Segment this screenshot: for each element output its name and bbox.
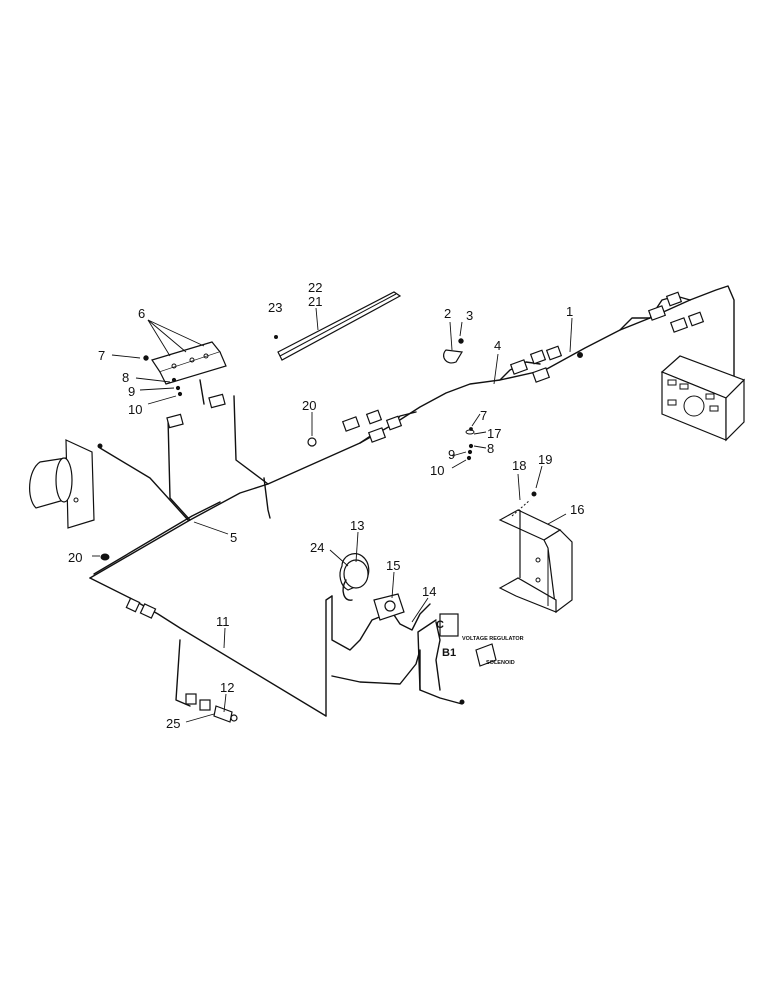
callout-10-left: 10 [128, 402, 142, 417]
left-lamp-assembly [29, 439, 103, 529]
callout-10-right: 10 [430, 463, 444, 478]
callout-12: 12 [220, 680, 234, 695]
callout-25: 25 [166, 716, 180, 731]
bracket-6 [151, 341, 227, 429]
callout-21: 21 [308, 294, 322, 309]
callout-23: 23 [268, 300, 282, 315]
callouts: 1 2 3 4 5 6 7 8 9 10 7 17 8 9 10 11 12 1… [68, 280, 584, 731]
callout-8-right: 8 [487, 441, 494, 456]
callout-4: 4 [494, 338, 501, 353]
hardware-left [143, 355, 183, 397]
grommets-20 [100, 437, 317, 561]
callout-13: 13 [350, 518, 364, 533]
regulator-solenoid [439, 613, 497, 705]
clamp-2-3 [443, 338, 464, 364]
component-labels: C B1 VOLTAGE REGULATOR SOLENOID [436, 619, 524, 666]
switch-15 [373, 593, 405, 621]
sender-12-25 [185, 693, 238, 723]
callout-7-left: 7 [98, 348, 105, 363]
callout-2: 2 [444, 306, 451, 321]
callout-15: 15 [386, 558, 400, 573]
callout-6: 6 [138, 306, 145, 321]
callout-24: 24 [310, 540, 324, 555]
leader-lines [92, 307, 573, 723]
callout-5: 5 [230, 530, 237, 545]
voltage-regulator-label: VOLTAGE REGULATOR [462, 636, 524, 642]
instrument-panel [660, 355, 746, 442]
callout-3: 3 [466, 308, 473, 323]
callout-8-left: 8 [122, 370, 129, 385]
callout-16: 16 [570, 502, 584, 517]
callout-14: 14 [422, 584, 436, 599]
bracket-16 [498, 491, 573, 614]
callout-1: 1 [566, 304, 573, 319]
callout-11: 11 [216, 614, 230, 629]
hardware-right [465, 427, 475, 461]
callout-18: 18 [512, 458, 526, 473]
rail-21-22 [274, 291, 402, 361]
solenoid-label: SOLENOID [486, 660, 515, 666]
callout-9-left: 9 [128, 384, 135, 399]
callout-20-lower: 20 [68, 550, 82, 565]
callout-22: 22 [308, 280, 322, 295]
callout-7-right: 7 [480, 408, 487, 423]
callout-17: 17 [487, 426, 501, 441]
terminal-c: C [436, 619, 444, 631]
callout-20-upper: 20 [302, 398, 316, 413]
callout-19: 19 [538, 452, 552, 467]
motor-13 [339, 553, 370, 601]
terminal-b1: B1 [442, 647, 456, 659]
harness-connectors [125, 291, 705, 619]
callout-9-right: 9 [448, 447, 455, 462]
